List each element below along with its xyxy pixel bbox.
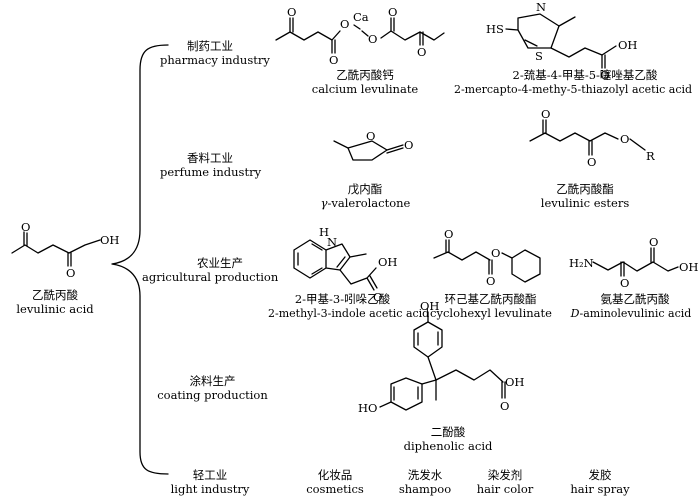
branch-light-en: light industry (170, 482, 250, 496)
esters-r-label: R (646, 149, 655, 163)
levulinic-acid-structure (11, 231, 101, 267)
valerolactone-en: γ-valerolactone (318, 197, 413, 210)
light-product-en: shampoo (398, 482, 452, 496)
aminolevulinic-en-rest: -aminolevulinic acid (579, 307, 692, 320)
indole-acid-structure (293, 239, 378, 291)
levulinic-esters-en: levulinic esters (540, 196, 630, 210)
branch-agriculture-en: agricultural production (142, 270, 279, 284)
valerolactone-zh: 戊内酯 (347, 182, 383, 196)
diphenolic-top-oh-label: OH (420, 299, 439, 313)
calcium-o2-label: O (368, 32, 377, 46)
esters-ketone-o-label: O (541, 107, 550, 121)
light-product-zh: 染发剂 (487, 468, 523, 482)
thiazolyl-n-label: N (536, 0, 546, 14)
valerolactone-structure (333, 140, 404, 161)
branch-coating-en: coating production (157, 388, 268, 402)
diphenolic-o-label: O (500, 399, 509, 413)
branch-coating-zh: 涂料生产 (189, 374, 236, 388)
light-product-zh: 洗发水 (407, 468, 443, 482)
calcium-o-label: O (340, 17, 349, 31)
indole-acid-en: 2-methyl-3-indole acetic acid (268, 307, 430, 320)
branch-light-zh: 轻工业 (192, 468, 228, 482)
cyclohexyl-ether-o-label: O (491, 246, 500, 260)
esters-ether-o-label: O (620, 132, 629, 146)
diphenolic-acid-structure (379, 311, 506, 411)
valerolactone-gamma: γ (320, 196, 328, 210)
calcium-levulinate-en: calcium levulinate (311, 82, 419, 96)
calcium-ketone1-label: O (287, 5, 296, 19)
amino-h2n-label: H₂N (569, 256, 594, 270)
root-en-label: levulinic acid (16, 302, 94, 316)
light-product-en: cosmetics (306, 482, 364, 496)
valerolactone-en-rest: -valerolactone (327, 196, 411, 210)
calcium-acid1-label: O (329, 53, 338, 67)
valerolactone-o-label: O (404, 138, 413, 152)
diphenolic-acid-oh-label: OH (505, 375, 524, 389)
indole-o-label: O (373, 290, 382, 304)
aminolevulinic-d: D (570, 307, 580, 320)
aminolevulinic-acid-structure (592, 247, 679, 277)
light-product-en: hair color (476, 482, 534, 496)
indole-acid-zh: 2-甲基-3-吲哚乙酸 (294, 292, 391, 306)
thiazolyl-hs-label: HS (486, 22, 504, 36)
branch-pharmacy-zh: 制药工业 (187, 39, 233, 53)
diphenolic-ho-label: HO (358, 401, 377, 415)
calcium-levulinate-zh: 乙酰丙酸钙 (336, 68, 394, 82)
valerolactone-ring-o-label: O (366, 129, 375, 143)
diphenolic-acid-zh: 二酚酸 (430, 425, 466, 439)
thiazolyl-acid-structure (505, 13, 617, 69)
branch-perfume-zh: 香料工业 (187, 151, 233, 165)
branch-bracket (111, 44, 169, 475)
calcium-ca-label: Ca (353, 10, 369, 24)
levulinic-esters-structure (529, 119, 646, 156)
diphenolic-acid-en: diphenolic acid (403, 439, 493, 453)
indole-oh-label: OH (378, 255, 397, 269)
root-oh-label: OH (100, 233, 119, 247)
esters-acid-o-label: O (587, 155, 596, 169)
amino-acid-o-label: O (649, 235, 658, 249)
aminolevulinic-acid-zh: 氨基乙酰丙酸 (600, 292, 670, 306)
cyclohexyl-ketone-o-label: O (444, 227, 453, 241)
thiazolyl-s-label: S (535, 49, 543, 63)
root-zh-label: 乙酰丙酸 (32, 288, 78, 302)
light-product-zh: 化妆品 (317, 468, 353, 482)
root-ketone-o-label: O (21, 220, 30, 234)
light-product-en: hair spray (570, 482, 630, 496)
light-product-zh: 发胶 (588, 468, 612, 482)
cyclohexyl-levulinate-zh: 环己基乙酰丙酸酯 (444, 292, 537, 306)
amino-ketone-o-label: O (620, 276, 629, 290)
branch-perfume-en: perfume industry (160, 165, 262, 179)
indole-h-label: H (319, 225, 329, 239)
amino-oh-label: OH (679, 260, 698, 274)
root-acid-o-label: O (66, 266, 75, 280)
thiazolyl-acid-en: 2-mercapto-4-methy-5-thiazolyl acetic ac… (453, 83, 693, 96)
thiazolyl-oh-label: OH (618, 38, 637, 52)
cyclohexyl-levulinate-en: cyclohexyl levulinate (430, 306, 552, 320)
indole-n-label: N (327, 235, 337, 249)
calcium-acid2-label: O (388, 5, 397, 19)
branch-pharmacy-en: pharmacy industry (160, 53, 270, 67)
cyclohexyl-levulinate-structure (433, 239, 541, 283)
cyclohexyl-acid-o-label: O (486, 274, 495, 288)
calcium-ketone2-label: O (417, 45, 426, 59)
thiazolyl-o-label: O (600, 68, 609, 82)
levulinic-esters-zh: 乙酰丙酸酯 (556, 182, 614, 196)
branch-agriculture-zh: 农业生产 (197, 256, 243, 270)
thiazolyl-acid-zh: 2-巯基-4-甲基-5-噻唑基乙酸 (512, 68, 658, 82)
aminolevulinic-acid-en: D-aminolevulinic acid (563, 307, 699, 320)
calcium-levulinate-structure (275, 17, 445, 54)
